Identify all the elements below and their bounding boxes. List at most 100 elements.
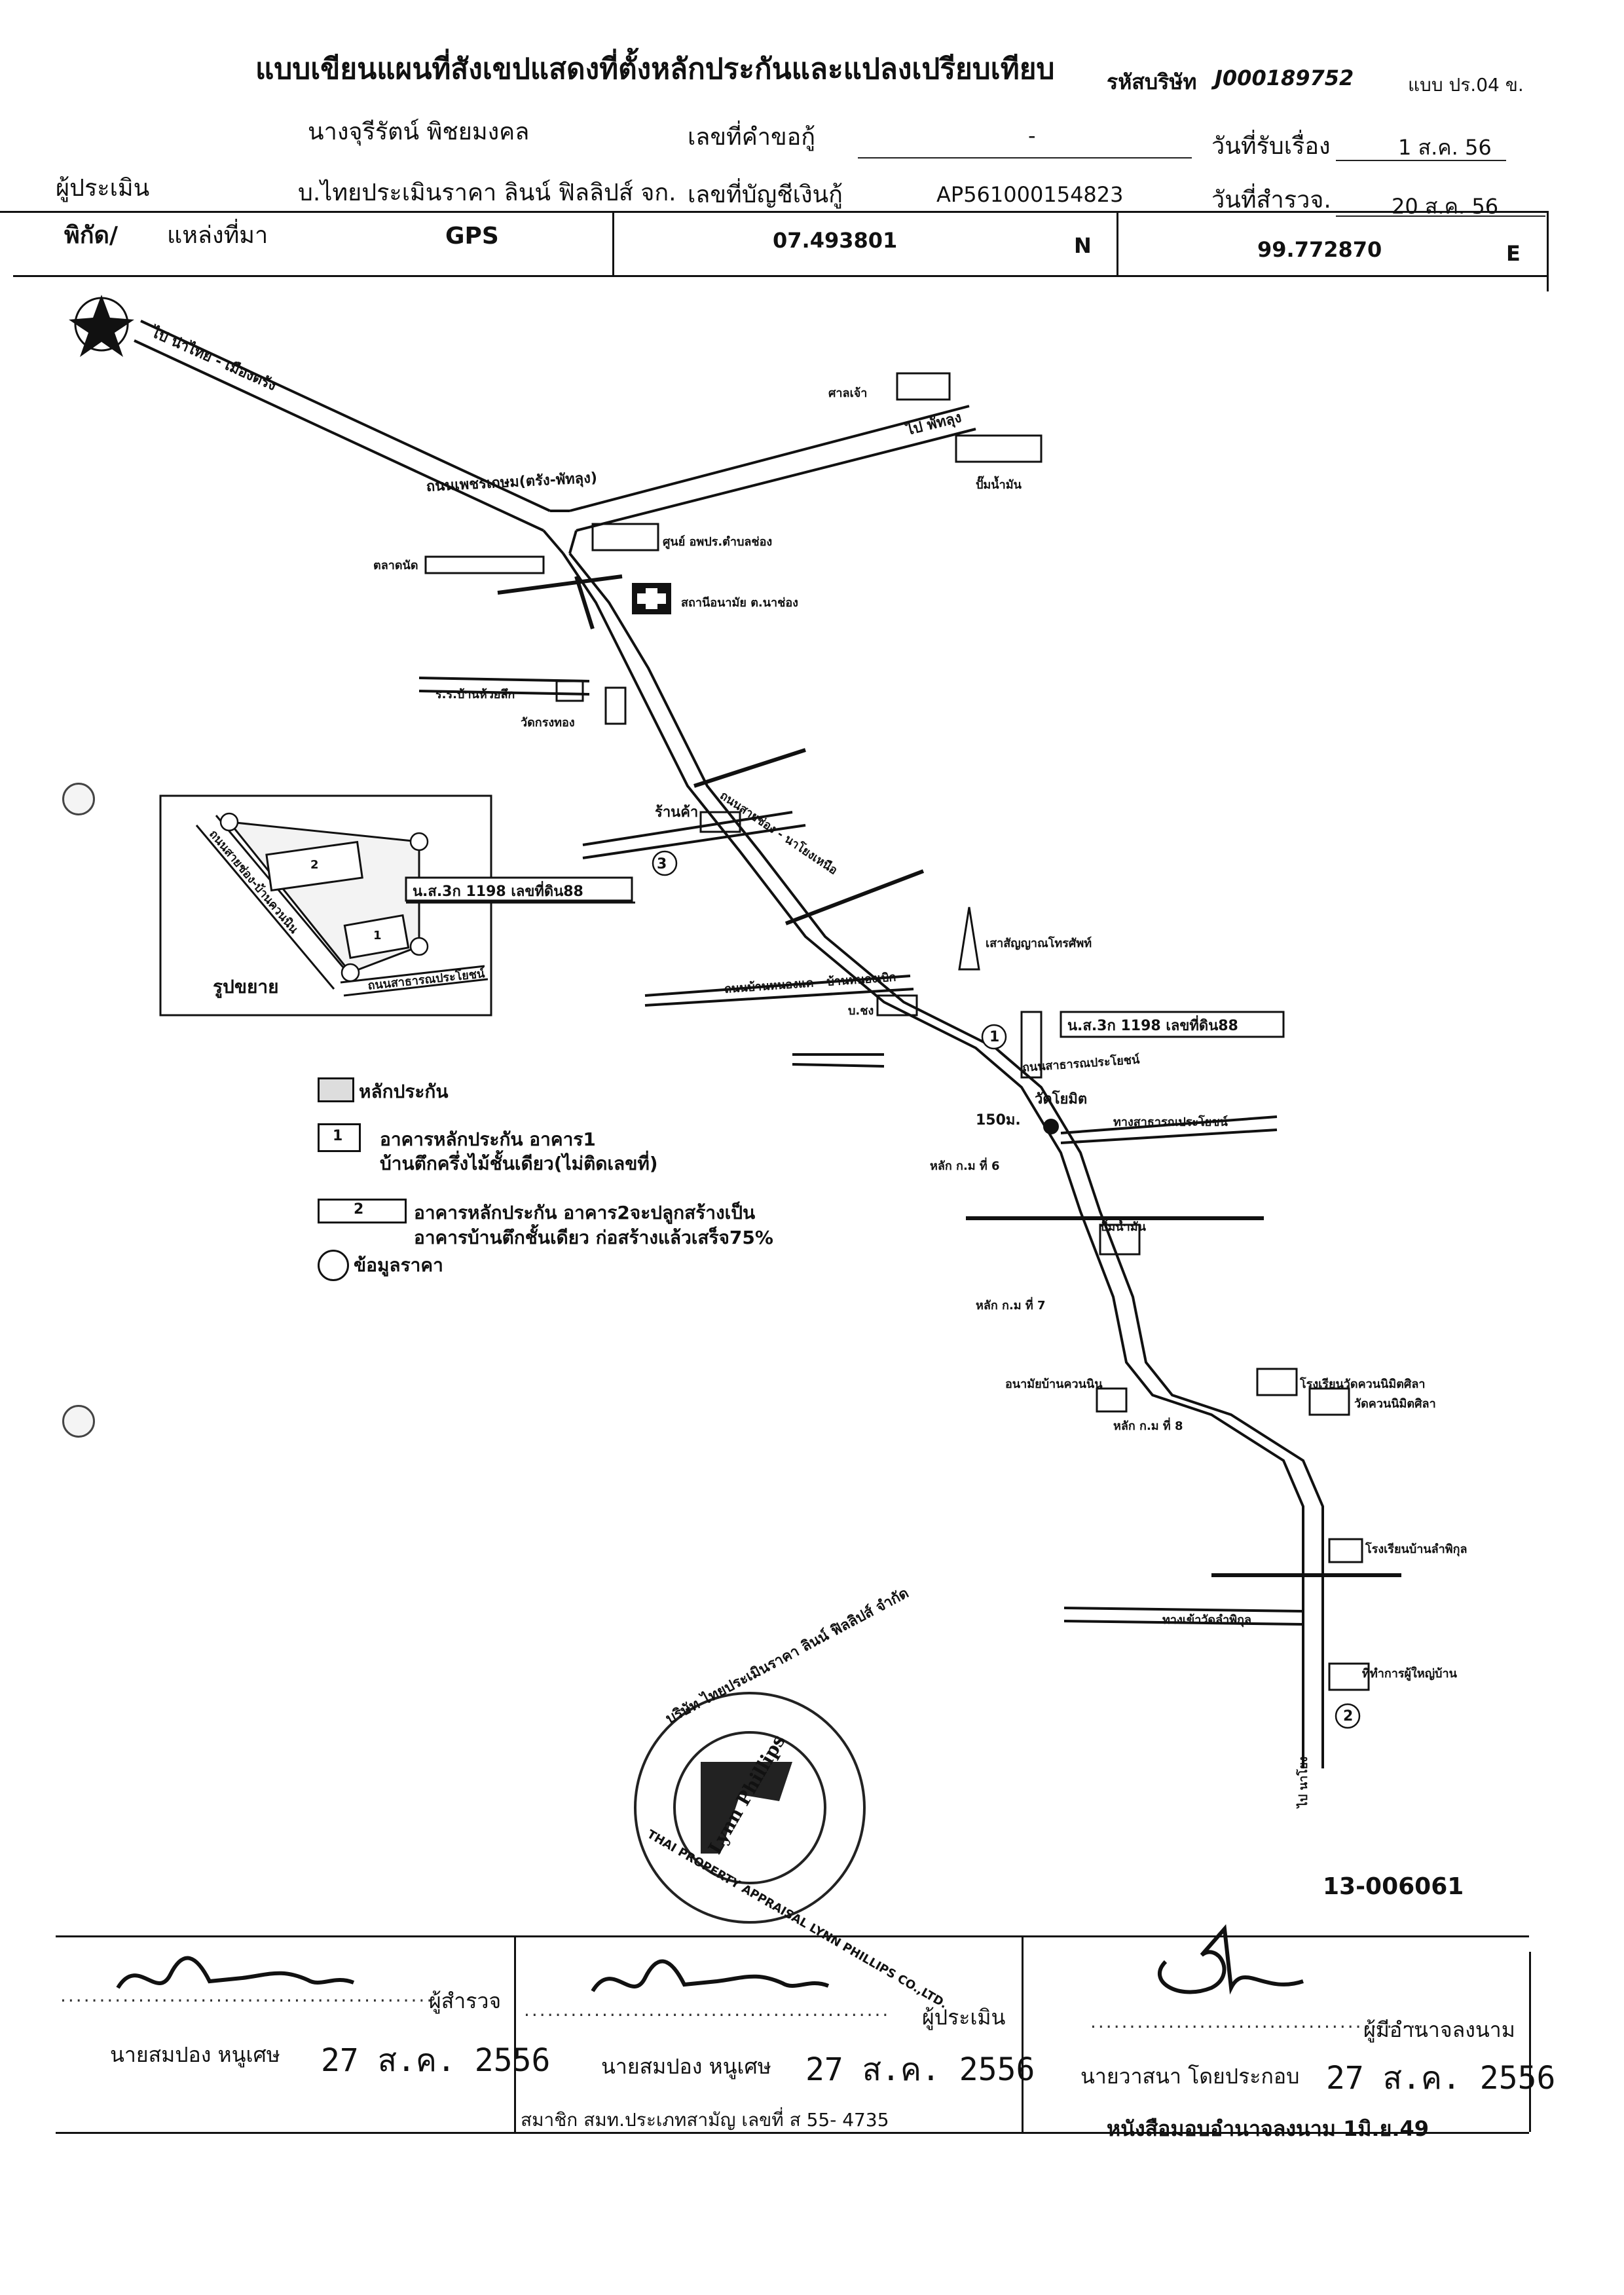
received-field: [1336, 131, 1506, 161]
label-school-low: โรงเรียนบ้านลำพิกุล: [1365, 1542, 1467, 1556]
label-house: บ.ชง: [848, 1004, 874, 1018]
appraiser-name: นายสมปอง หนูเศษ: [601, 2054, 771, 2079]
surveyor-role: ผู้สำรวจ: [429, 1988, 502, 2013]
binder-hole-top: [62, 783, 95, 815]
legend-price-data-circle: [318, 1250, 349, 1281]
legend-price-data: ข้อมูลราคา: [354, 1254, 443, 1276]
appraiser-label: ผู้ประเมิน: [56, 175, 150, 202]
signature-divider-3: [1529, 1952, 1531, 2132]
label-gas-station-mid: ปั๊มน้ำมัน: [1100, 1220, 1146, 1234]
legend-building1-line2: บ้านตึกครึ่งไม้ชั้นเดียว(ไม่ติดเลขที่): [380, 1153, 658, 1174]
label-public-road: ทางสาธารณประโยชน์: [1113, 1115, 1228, 1129]
appraiser-dots: ........................................…: [524, 1999, 891, 2021]
signature-divider-1: [514, 1935, 516, 2132]
borrower-name: นางจุรีรัตน์ พิชยมงคล: [308, 119, 530, 145]
legend-building2-line2: อาคารบ้านตึกชั้นเดียว ก่อสร้างแล้วเสร็จ7…: [414, 1227, 773, 1248]
inset-building-1: 1: [373, 929, 382, 942]
source-label: แหล่งที่มา: [167, 222, 268, 249]
label-road-to-nayong: ไป นาโยง: [1297, 1756, 1310, 1808]
source-value: GPS: [445, 223, 499, 250]
authorized-name: นายวาสนา โดยประกอบ: [1080, 2064, 1300, 2089]
longitude-dir: E: [1506, 241, 1521, 266]
form-code: แบบ ปร.04 ข.: [1408, 74, 1524, 96]
appraiser-role: ผู้ประเมิน: [922, 2005, 1006, 2030]
label-health-center: อนามัยบ้านควนนิน: [1005, 1377, 1103, 1391]
surveyor-signature: [116, 1956, 355, 1989]
loan-request-value: -: [1028, 123, 1036, 148]
road-to-city: [140, 320, 551, 512]
label-temple-mid: วัดควนนิมิตศิลา: [1354, 1397, 1436, 1411]
coord-divider-1: [612, 213, 614, 275]
label-telecom: เสาสัญญาณโทรศัพท์: [986, 937, 1092, 950]
label-market: ตลาดนัด: [373, 559, 418, 572]
account-label: เลขที่บัญชีเงินกู้: [688, 181, 843, 208]
appraiser-date: 27 ส.ค. 2556: [805, 2051, 1035, 2088]
label-plot-box: น.ส.3ก 1198 เลขที่ดิน88: [1067, 1018, 1238, 1034]
label-school-top: ร.ร.บ้านห้วยลึก: [435, 688, 515, 701]
label-health-station: สถานีอนามัย ต.นาช่อง: [681, 596, 798, 610]
authorized-role: ผู้มีอำนาจลงนาม: [1363, 2017, 1515, 2042]
road-to-phatthalung: [569, 405, 970, 512]
authorized-signature: [1158, 1924, 1304, 1995]
member-text: สมาชิก สมท.ประเภทสามัญ เลขที่ ส 55- 4735: [521, 2109, 889, 2131]
main-road-edge-east: [568, 552, 1324, 1768]
latitude: 07.493801: [773, 228, 898, 253]
signature-top-border: [56, 1935, 1529, 1937]
loan-request-field: [858, 131, 1192, 159]
legend-building2-box: [318, 1199, 407, 1223]
circle-num-2: 2: [1343, 1708, 1354, 1725]
circle-num-3: 3: [657, 856, 667, 872]
binder-hole-bottom: [62, 1405, 95, 1438]
latitude-dir: N: [1074, 233, 1092, 258]
coord-label: พิกัด/: [64, 222, 119, 249]
survey-date-label: วันที่สำรวจ.: [1211, 187, 1331, 214]
label-center: ศูนย์ อพปร.ตำบลช่อง: [663, 535, 773, 549]
legend-collateral-swatch: [318, 1077, 354, 1102]
legend-building1-line1: อาคารหลักประกัน อาคาร1: [380, 1129, 596, 1150]
authorized-date: 27 ส.ค. 2556: [1326, 2060, 1556, 2097]
coord-divider-3: [1547, 213, 1549, 291]
received-value: 1 ส.ค. 56: [1398, 135, 1492, 160]
label-distance: 150ม.: [976, 1112, 1021, 1129]
appraiser-signature: [591, 1959, 830, 1992]
authorized-dots: ........................................…: [1090, 2011, 1426, 2032]
label-chief-office: ที่ทำการผู้ใหญ่บ้าน: [1362, 1667, 1457, 1681]
legend-building1-num: 1: [333, 1128, 343, 1144]
surveyor-dots: ........................................…: [60, 1985, 435, 2006]
label-km8: หลัก ก.ม ที่ 8: [1113, 1419, 1183, 1433]
company-code: J000189752: [1215, 65, 1354, 90]
label-gas-station-top: ปั๊มน้ำมัน: [976, 478, 1022, 492]
legend-building2-line1: อาคารหลักประกัน อาคาร2จะปลูกสร้างเป็น: [414, 1202, 756, 1223]
label-house-mark: วัดโยมิต: [1035, 1091, 1088, 1108]
label-temple-top: วัดกรงทอง: [521, 716, 575, 730]
authorization-doc: หนังสือมอบอำนาจลงนาม 1มิ.ย.49: [1107, 2116, 1430, 2141]
inset-plot-box: น.ส.3ก 1198 เลขที่ดิน88: [413, 884, 583, 900]
account-value: AP561000154823: [936, 182, 1124, 207]
label-km7: หลัก ก.ม ที่ 7: [976, 1299, 1046, 1313]
label-school-mid: โรงเรียนวัดควนนิมิตศิลา: [1300, 1377, 1426, 1391]
longitude: 99.772870: [1257, 237, 1382, 262]
inset-building-2: 2: [310, 858, 319, 872]
header-divider: [0, 211, 1549, 213]
document-title: แบบเขียนแผนที่สังเขปแสดงที่ตั้งหลักประกั…: [255, 52, 1055, 86]
surveyor-name: นายสมปอง หนูเศษ: [110, 2042, 280, 2067]
inset-title: รูปขยาย: [213, 976, 279, 998]
signature-divider-2: [1022, 1935, 1024, 2132]
reference-number: 13-006061: [1323, 1873, 1464, 1900]
circle-num-1: 1: [989, 1029, 1000, 1045]
legend-building2-num: 2: [354, 1201, 364, 1218]
label-shop: ร้านค้า: [655, 804, 699, 821]
received-label: วันที่รับเรื่อง: [1211, 133, 1331, 160]
loan-request-label: เลขที่คำขอกู้: [688, 124, 816, 151]
legend-building1-box: [318, 1123, 361, 1152]
inset-frame: [159, 794, 492, 1017]
appraiser-company: บ.ไทยประเมินราคา ลินน์ ฟิลลิปส์ จก.: [298, 179, 676, 206]
coord-divider-2: [1116, 213, 1118, 275]
survey-date-field: [1336, 187, 1545, 217]
survey-date-value: 20 ส.ค. 56: [1392, 194, 1499, 219]
legend-collateral: หลักประกัน: [359, 1081, 449, 1102]
label-road-lamphikun: ทางเข้าวัดลำพิกุล: [1162, 1613, 1252, 1627]
company-code-label: รหัสบริษัท: [1107, 69, 1197, 94]
map-top-border: [13, 275, 1549, 277]
main-road-edge-west: [562, 552, 1304, 1768]
